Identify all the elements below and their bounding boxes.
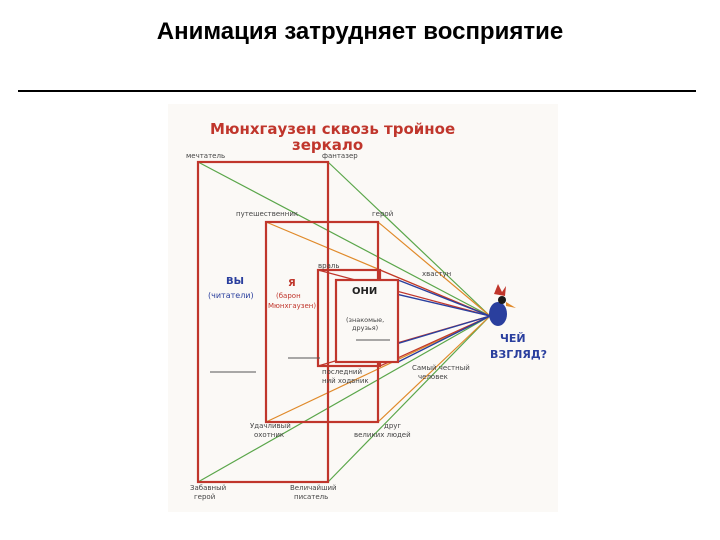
corner-labels: мечтатель фантазер путешественник герой … [186, 152, 470, 501]
outer-mirror-frame [196, 160, 330, 484]
question-line-2: ВЗГЛЯД? [490, 348, 547, 361]
label-inner-left-bottom-1: последний [322, 368, 362, 376]
label-mid-left-bottom-1: Удачливый [250, 422, 291, 430]
blank-rules [210, 339, 390, 373]
label-mid-right-top: герой [372, 210, 393, 218]
label-vy-1: ВЫ [226, 276, 244, 287]
label-ya-3: Мюнхгаузен) [268, 302, 316, 310]
group-labels: ВЫ (читатели) Я (барон Мюнхгаузен) ОНИ (… [208, 276, 384, 332]
diagram-image: Мюнхгаузен сквозь тройное зеркало [168, 104, 558, 512]
label-outer-left-bottom-1: Забавный [190, 484, 226, 492]
label-inner-left-bottom-2: ний ходвник [322, 377, 369, 385]
label-top-right: фантазер [322, 152, 358, 160]
label-mid-right-bottom-1: друг [384, 422, 401, 430]
label-ya-2: (барон [276, 292, 301, 300]
label-oni-1: ОНИ [352, 286, 377, 297]
mirror-diagram: Мюнхгаузен сквозь тройное зеркало [186, 120, 547, 501]
label-oni-2: (знакомые, [346, 316, 384, 324]
diagram-heading-line1: Мюнхгаузен сквозь тройное [210, 120, 455, 138]
mirror-frames [196, 160, 400, 484]
label-vy-2: (читатели) [208, 291, 254, 300]
label-outer-right-bottom-2: писатель [294, 493, 328, 501]
label-outer-right-bottom-1: Величайший [290, 484, 337, 492]
bird-observer-icon [489, 284, 516, 326]
label-mid-right-bottom-2: великих людей [354, 431, 411, 439]
label-outer-left-bottom-2: герой [194, 493, 215, 501]
label-top-left: мечтатель [186, 152, 225, 160]
question-line-1: ЧЕЙ [500, 332, 526, 345]
label-inner-right-top: хвастун [422, 270, 451, 278]
label-oni-3: друзья) [352, 324, 378, 332]
label-inner-left-top: враль [318, 262, 339, 270]
label-ya-1: Я [288, 278, 296, 289]
slide-title: Анимация затрудняет восприятие [156, 18, 564, 45]
label-inner-right-bottom-1: Самый честный [412, 364, 470, 372]
green-sight-lines [197, 161, 491, 483]
label-mid-left-top: путешественник [236, 210, 298, 218]
label-mid-left-bottom-2: охотник [254, 431, 284, 439]
title-divider [18, 90, 696, 92]
oni-frame [334, 278, 400, 364]
label-inner-right-bottom-2: человек [418, 373, 448, 381]
diagram-heading-line2: зеркало [292, 136, 363, 154]
